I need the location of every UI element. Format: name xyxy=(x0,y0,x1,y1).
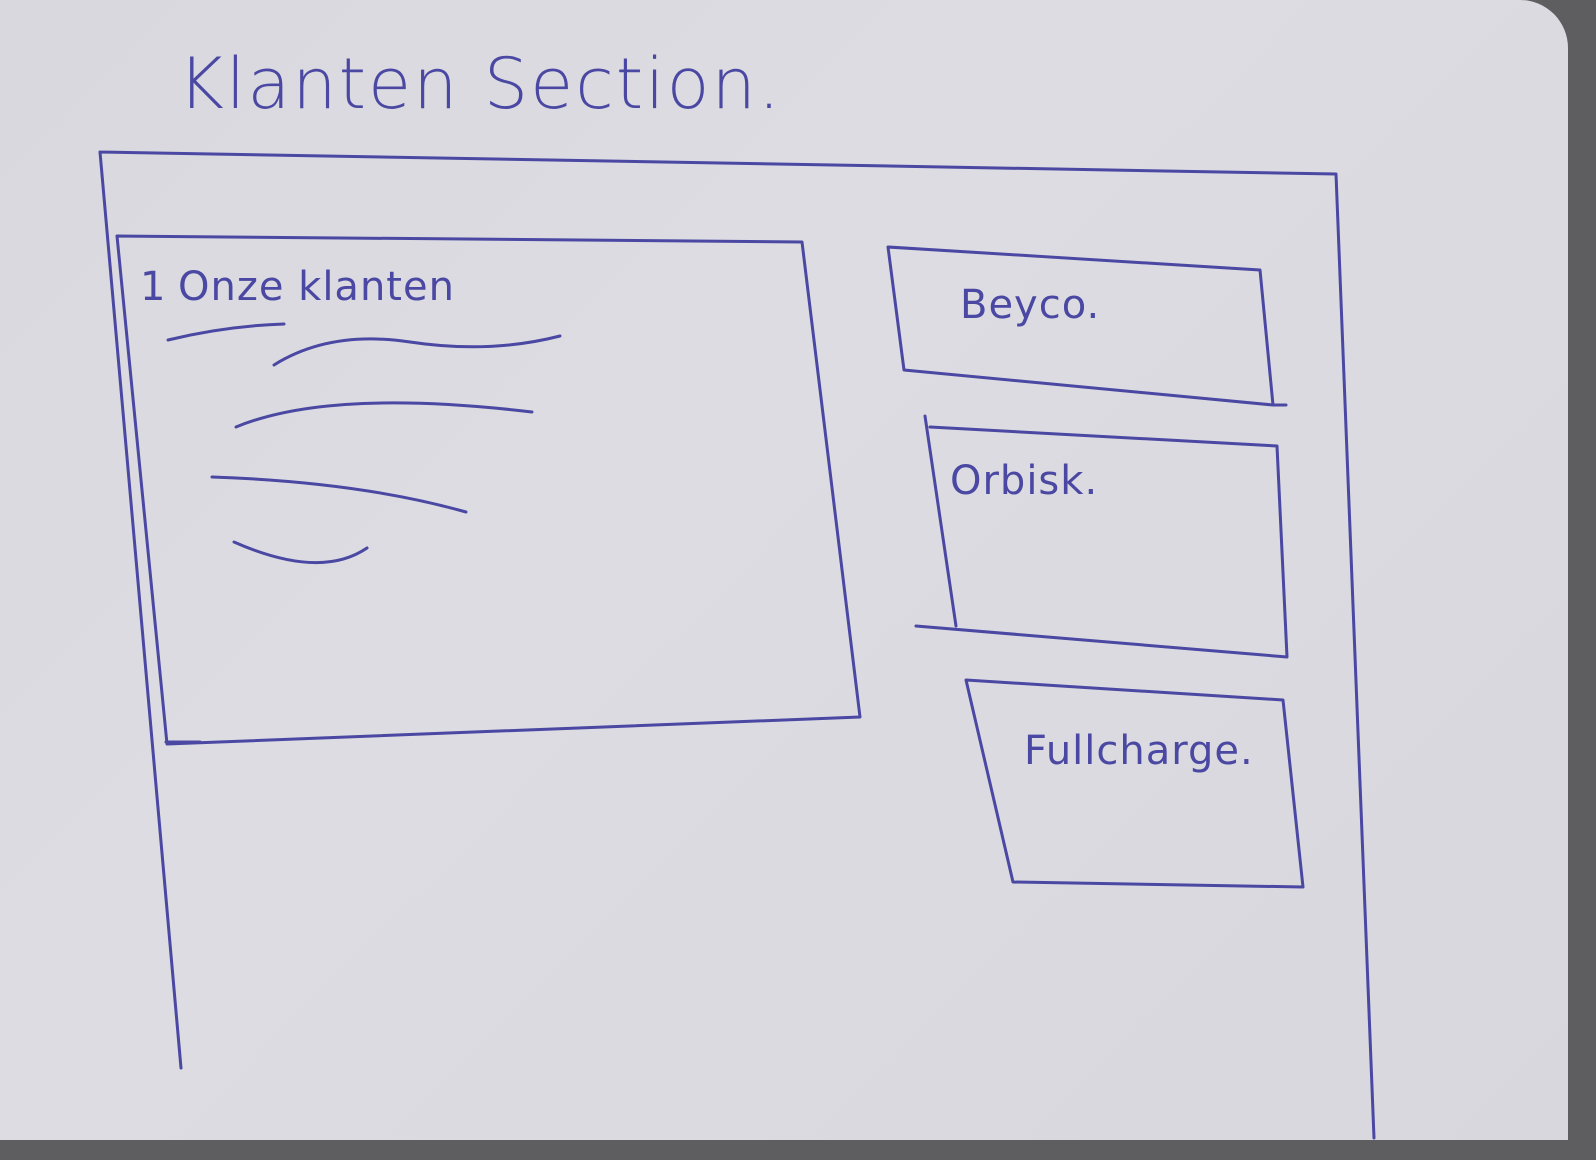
main-content-panel: 1 Onze klanten xyxy=(115,234,862,746)
client-name: Fullcharge. xyxy=(1024,728,1254,774)
client-card-border xyxy=(964,678,1305,889)
panel-heading: Onze klanten xyxy=(178,264,455,310)
main-panel-border xyxy=(115,234,862,746)
client-name: Beyco. xyxy=(960,282,1100,328)
text-placeholder-line xyxy=(234,401,534,429)
text-placeholder-line xyxy=(232,540,369,565)
client-card-orbisk[interactable]: Orbisk. xyxy=(914,414,1289,659)
panel-number: 1 xyxy=(140,264,166,310)
heading-underline-short xyxy=(166,322,286,342)
wireframe-sketch: Klanten Section. 1 Onze klanten Beyco. O… xyxy=(98,43,1376,1140)
text-placeholder-line xyxy=(272,334,562,367)
client-card-border xyxy=(914,414,1289,659)
page-title: Klanten Section. xyxy=(178,43,782,125)
section-frame xyxy=(98,150,1376,1140)
sketch-paper: Klanten Section. 1 Onze klanten Beyco. O… xyxy=(0,0,1568,1140)
client-name: Orbisk. xyxy=(950,458,1098,504)
client-card-beyco[interactable]: Beyco. xyxy=(886,245,1288,407)
client-card-fullcharge[interactable]: Fullcharge. xyxy=(964,678,1305,889)
text-placeholder-line xyxy=(210,475,468,514)
